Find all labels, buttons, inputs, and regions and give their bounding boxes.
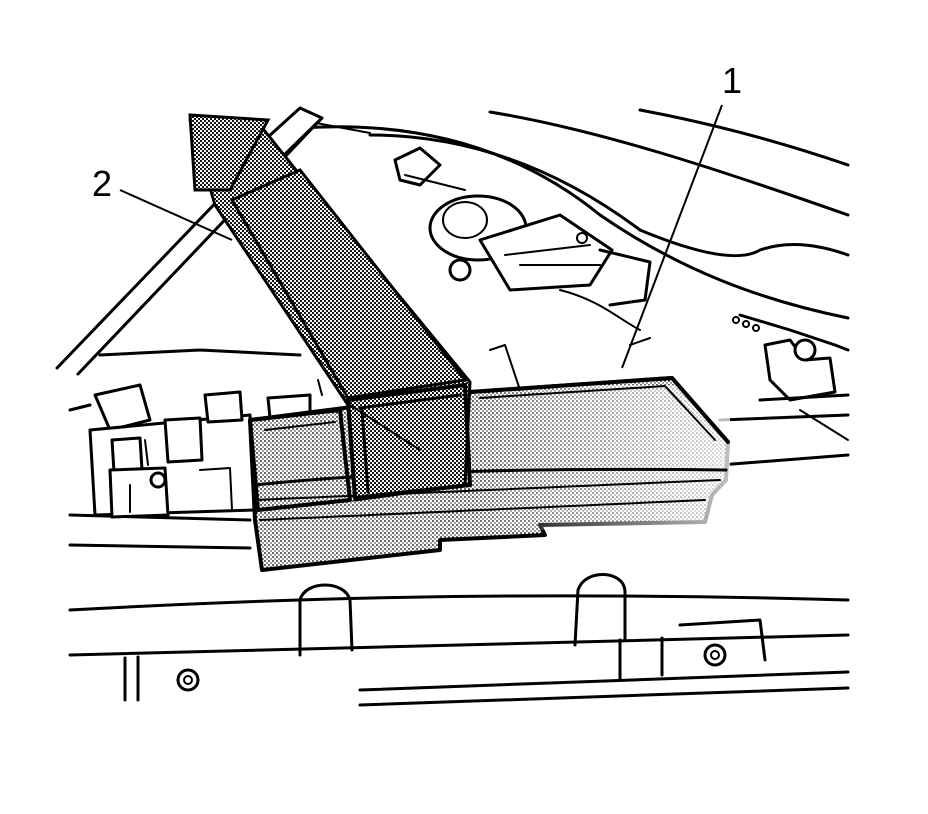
- fuse-block: [88, 383, 312, 519]
- right-bracket: [732, 313, 850, 441]
- air-intake-box: [248, 376, 730, 572]
- lower-panel: [68, 337, 850, 707]
- callout-leaders: [119, 104, 723, 369]
- leader-line-1: [621, 104, 723, 369]
- wiper-motor: [393, 146, 652, 331]
- callout-2: 2: [92, 163, 112, 204]
- cowl-rails: [68, 348, 850, 550]
- leader-line-2: [119, 189, 233, 241]
- intake-duct: [188, 113, 472, 502]
- callout-1: 1: [722, 60, 742, 101]
